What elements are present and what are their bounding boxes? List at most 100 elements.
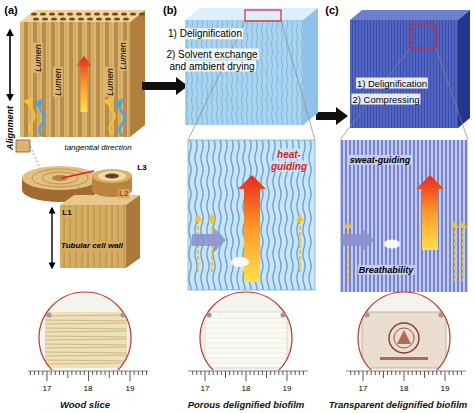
ruler xyxy=(457,371,458,375)
cell-wall-block xyxy=(112,205,113,268)
effect-label: sweat-guiding xyxy=(349,155,412,165)
ruler xyxy=(287,371,288,381)
ruler xyxy=(303,371,304,375)
ruler xyxy=(67,371,68,378)
layer-label: L3 xyxy=(136,163,147,172)
cell-wall-block xyxy=(51,208,52,268)
transparent-film xyxy=(447,20,448,128)
ruler-number: 18 xyxy=(400,384,409,393)
cell-wall-block xyxy=(98,171,126,181)
wood-block xyxy=(105,17,111,20)
ruler xyxy=(196,371,197,375)
part-label: Tubular cell wall xyxy=(60,241,124,250)
ruler xyxy=(246,371,247,381)
transparent-film xyxy=(453,140,454,292)
transparent-film xyxy=(449,140,450,292)
ruler xyxy=(28,370,148,396)
ruler xyxy=(96,371,97,375)
axis-label: Alignment xyxy=(5,106,15,150)
sample-photo xyxy=(362,312,446,368)
cell-wall-block xyxy=(92,169,132,183)
sample-photo xyxy=(281,313,286,318)
sample-photo xyxy=(380,357,428,360)
sample-photo xyxy=(45,352,127,353)
cell-wall-block xyxy=(94,205,95,268)
ruler xyxy=(412,371,413,375)
ruler xyxy=(449,371,450,375)
photo-caption: Transparent delignified biofilm xyxy=(329,399,468,410)
sample-photo xyxy=(45,320,127,321)
ruler xyxy=(30,371,31,375)
step-label: 2) Compressing xyxy=(351,95,420,106)
cell-wall-block xyxy=(126,195,140,268)
transparent-film xyxy=(402,20,403,128)
ruler xyxy=(192,371,193,375)
wood-block xyxy=(39,22,40,137)
porous-film xyxy=(219,140,221,290)
ruler xyxy=(229,371,230,375)
photo-caption: Transparent delignified biofilm xyxy=(329,400,468,411)
porous-film xyxy=(296,20,298,125)
flow-arrow xyxy=(347,222,349,282)
wood-block xyxy=(75,22,76,137)
porous-film xyxy=(185,8,318,20)
wood-block xyxy=(24,22,129,137)
transparent-film xyxy=(399,20,400,128)
ruler xyxy=(51,371,52,375)
sample-photo xyxy=(45,315,127,364)
wood-block xyxy=(66,22,67,137)
ruler xyxy=(375,371,376,375)
sample-photo xyxy=(205,323,287,324)
panel-letter: (a) xyxy=(4,4,17,16)
step-label: 2) Solvent exchange and ambient drying xyxy=(165,49,258,72)
ruler-number: 19 xyxy=(283,384,292,393)
wood-block xyxy=(87,17,93,20)
heat-arrow xyxy=(77,56,92,112)
direction-label: tangential direction xyxy=(64,143,131,152)
sample-photo xyxy=(45,331,127,332)
ruler-number: 18 xyxy=(242,384,251,393)
effect-label: heat-guiding xyxy=(267,149,311,172)
sample-photo xyxy=(205,328,287,329)
ruler xyxy=(383,371,384,378)
wood-block xyxy=(129,22,130,137)
porous-film xyxy=(276,20,278,125)
transparent-film xyxy=(351,20,352,128)
wood-block xyxy=(93,22,94,137)
sample-photo xyxy=(207,313,212,318)
photo-caption: Wood slice xyxy=(60,400,110,411)
ruler xyxy=(404,371,405,381)
transparent-film xyxy=(414,20,415,128)
transparent-film xyxy=(456,20,457,128)
transparent-film xyxy=(350,20,458,128)
ruler xyxy=(408,371,409,375)
ruler xyxy=(416,371,417,375)
cell-wall-block xyxy=(106,205,107,268)
flow-arrow xyxy=(192,228,226,252)
effect-label: Breathability xyxy=(358,265,415,275)
panel-letter: (a) xyxy=(4,4,17,17)
ruler xyxy=(188,371,308,372)
ruler xyxy=(363,371,364,381)
wood-block xyxy=(33,17,39,20)
transparent-film xyxy=(445,140,446,292)
wood-block xyxy=(96,17,102,20)
transparent-film xyxy=(417,20,418,128)
ruler xyxy=(92,371,93,375)
ruler xyxy=(88,371,89,381)
step-label: 2) Solvent exchange and ambient drying xyxy=(158,49,266,72)
sample-photo xyxy=(205,353,287,354)
transparent-film xyxy=(381,20,382,128)
sample-photo xyxy=(45,323,127,324)
ruler xyxy=(346,371,466,372)
transparent-film xyxy=(340,140,468,292)
ruler xyxy=(270,371,271,375)
transparent-film xyxy=(354,20,355,128)
wood-block xyxy=(67,12,73,15)
ruler xyxy=(440,371,441,375)
log-disc xyxy=(22,166,98,190)
cell-wall-block xyxy=(105,174,119,179)
sample-photo xyxy=(205,338,287,339)
wood-block xyxy=(31,12,145,20)
ruler xyxy=(209,371,210,375)
